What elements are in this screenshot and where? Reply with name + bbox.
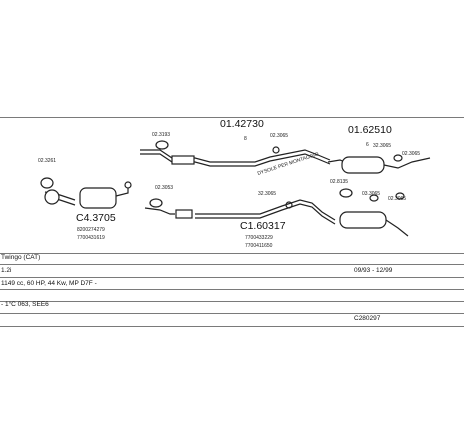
middle-pipe-lower — [144, 198, 336, 225]
part-ref-catalyst-1: 8200274279 — [77, 227, 105, 233]
part-sub-front-pipe: 8 — [244, 136, 247, 142]
clamp-label-h: 03.3065 — [362, 191, 380, 197]
clamp-label-c: 02.3261 — [38, 158, 56, 164]
mounting-note: DYSOLE PER MONTAGGIO — [257, 151, 320, 177]
clamp-label-g: 02.8135 — [330, 179, 348, 185]
table-rule-2 — [0, 264, 464, 265]
clamp-label-l: 02.3065 — [402, 151, 420, 157]
clamp-label-d: 02.3053 — [155, 185, 173, 191]
rear-muffler-lower — [339, 188, 409, 237]
production-period: 09/93 - 12/99 — [354, 267, 393, 274]
part-code-catalyst: C4.3705 — [76, 212, 116, 224]
catalogue-reference: C280297 — [354, 315, 381, 322]
front-pipe-upper — [140, 140, 331, 167]
table-rule-4 — [0, 289, 464, 290]
clamp-label-e: 32.3065 — [258, 191, 276, 197]
table-rule-1 — [0, 253, 464, 254]
part-ref-middle-pipe-1: 7700433229 — [245, 235, 273, 241]
table-top-rule — [0, 117, 464, 118]
part-sub-rear-muffler: 6 — [366, 142, 369, 148]
part-code-middle-pipe: C1.60317 — [240, 220, 286, 232]
part-ref-middle-pipe-2: 7700411650 — [245, 243, 273, 249]
part-ref-catalyst-2: 7700431619 — [77, 235, 105, 241]
engine-specs: 1149 cc, 60 HP, 44 Kw, MP D7F - — [1, 280, 97, 287]
catalytic-converter — [40, 177, 132, 209]
clamp-label-k: 32.3065 — [373, 143, 391, 149]
table-rule-3 — [0, 277, 464, 278]
part-code-rear-muffler: 01.62510 — [348, 124, 392, 136]
clamp-label-i: 02.3065 — [388, 196, 406, 202]
table-rule-7 — [0, 326, 464, 327]
fitment-notes: - 1°C 063, SEE6 — [1, 301, 49, 308]
clamp-label-a: 02.3193 — [152, 132, 170, 138]
table-rule-5 — [0, 301, 464, 302]
engine-size: 1.2i — [1, 267, 12, 274]
clamp-label-b: 02.3065 — [270, 133, 288, 139]
vehicle-model: Twingo (CAT) — [1, 254, 41, 261]
rear-muffler-upper — [327, 154, 431, 174]
part-code-front-pipe: 01.42730 — [220, 118, 264, 130]
table-rule-6 — [0, 313, 464, 314]
